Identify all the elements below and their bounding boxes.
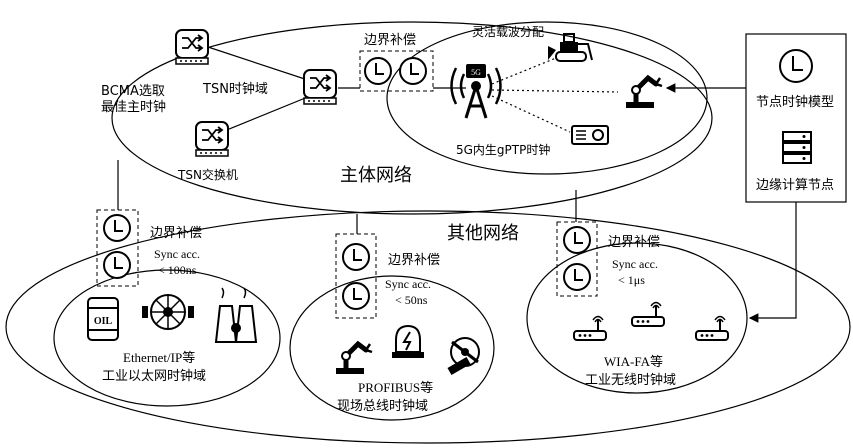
gptp-label: 5G内生gPTP时钟 <box>456 142 550 157</box>
legend-edge-node: 边缘计算节点 <box>756 178 834 193</box>
bcma-label-line2: 最佳主时钟 <box>101 99 166 115</box>
tsn-switch-icon <box>303 69 337 105</box>
projector-icon <box>571 125 609 145</box>
ethernet-name-line2: 工业以太网时钟域 <box>102 368 206 384</box>
tsn-switch-label: TSN交换机 <box>177 167 238 182</box>
wireless-router-icon <box>631 301 665 327</box>
wireless-router-icon <box>573 315 607 341</box>
clock-icon <box>103 214 131 242</box>
clock-icon <box>342 282 370 310</box>
profibus-boundary-label: 边界补偿 <box>388 253 440 268</box>
radio-link <box>491 95 571 133</box>
radio-link <box>491 89 619 93</box>
tsn-switch-icon <box>175 29 209 65</box>
wireless-router-icon <box>695 315 729 341</box>
main-boundary-label: 边界补偿 <box>364 33 416 48</box>
other-network-title: 其他网络 <box>447 223 519 244</box>
legend-clock-model: 节点时钟模型 <box>756 94 834 110</box>
robot-arm-icon <box>626 78 662 108</box>
tsn-link <box>211 91 321 137</box>
wia-boundary-box <box>556 221 598 297</box>
ethernet-sync-line1: Sync acc. <box>154 247 200 261</box>
profibus-name-line1: PROFIBUS等 <box>358 380 433 395</box>
profibus-sync-line2: < 50ns <box>395 293 428 307</box>
wia-domain-boundary <box>526 242 748 394</box>
ethernet-boundary-label: 边界补偿 <box>150 226 202 241</box>
clock-icon <box>399 57 427 85</box>
profibus-sync-line1: Sync acc. <box>385 277 431 291</box>
ethernet-sync-line2: < 100ns <box>158 263 197 277</box>
clock-icon <box>364 57 392 85</box>
wia-sync-line2: < 1μs <box>618 273 645 287</box>
ethernet-boundary-box <box>96 209 139 287</box>
bcma-label-line1: BCMA选取 <box>101 84 165 99</box>
robot-arm-icon <box>336 344 372 374</box>
ethernet-name-line1: Ethernet/IP等 <box>123 350 195 365</box>
tsn-link <box>207 46 321 85</box>
carrier-label: 灵活载波分配 <box>472 25 544 39</box>
alarm-light-icon <box>392 324 424 358</box>
clock-model-icon <box>779 49 813 83</box>
5g-antenna-icon: 5G <box>450 64 502 119</box>
main-network-title: 主体网络 <box>340 165 412 186</box>
radio-link <box>491 57 557 85</box>
wia-name-line2: 工业无线时钟域 <box>585 372 676 388</box>
clock-icon <box>563 263 591 291</box>
wia-boundary-label: 边界补偿 <box>608 235 660 250</box>
server-icon <box>782 131 812 164</box>
other-network-boundary <box>5 210 851 444</box>
profibus-name-line2: 现场总线时钟域 <box>337 398 428 414</box>
main-network-boundary <box>111 21 713 215</box>
clock-icon <box>342 243 370 271</box>
wia-sync-line1: Sync acc. <box>612 257 658 271</box>
antenna-label: 5G <box>471 68 481 77</box>
oil-label: OIL <box>94 316 113 327</box>
profibus-domain-boundary <box>289 275 495 421</box>
tsn-domain-label: TSN时钟域 <box>202 81 268 97</box>
5g-domain-boundary <box>386 21 708 175</box>
saw-icon <box>447 337 480 375</box>
clock-icon <box>563 226 591 254</box>
oil-barrel-icon: OIL <box>87 297 119 341</box>
legend-arrow <box>748 202 797 323</box>
clock-icon <box>103 251 131 279</box>
bulldozer-icon <box>548 33 593 62</box>
nuclear-plant-icon <box>214 287 258 343</box>
ethernet-domain-boundary <box>53 269 281 407</box>
main-boundary-box <box>359 50 434 92</box>
tsn-switch-icon <box>195 121 229 157</box>
wia-name-line1: WIA-FA等 <box>604 354 663 369</box>
profibus-boundary-box <box>335 233 377 319</box>
turbine-icon <box>142 294 194 330</box>
